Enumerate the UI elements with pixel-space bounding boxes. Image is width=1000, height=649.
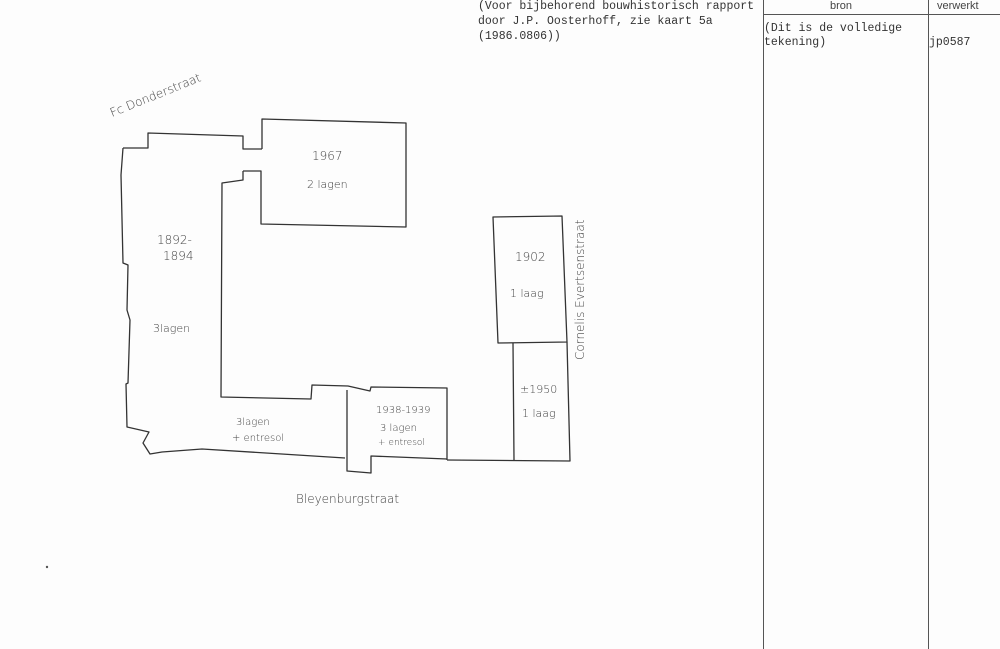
b1967-floors: 2 lagen [307, 178, 348, 191]
building-1892-outline [120, 132, 448, 460]
b1967-year: 1967 [312, 149, 343, 163]
column-header-bron: bron [830, 0, 853, 12]
building-1938-outline [346, 390, 448, 474]
wing-extra: + entresol [232, 433, 284, 444]
table-header-divider [763, 14, 1000, 15]
building-1950-outline [446, 341, 571, 462]
b1938-extra: + entresol [378, 438, 425, 448]
b1950-floors: 1 laag [522, 407, 556, 420]
bron-line-2: tekening) [764, 36, 827, 49]
building-1967-outline [243, 118, 407, 228]
bron-line-1: (Dit is de volledige [764, 22, 903, 35]
b1938-floors: 3 lagen [380, 423, 417, 434]
note-line-3: (1986.0806)) [478, 30, 561, 43]
note-line-1: (Voor bijbehorend bouwhistorisch rapport [478, 0, 755, 13]
building-1902-outline [492, 215, 568, 344]
street-label-south: Bleyenburgstraat [296, 492, 399, 506]
verwerkt-value: jp0587 [929, 36, 971, 49]
b1902-year: 1902 [515, 250, 546, 264]
wing-floors: 3lagen [236, 417, 270, 428]
b1892-floors: 3lagen [153, 322, 190, 335]
b1892-year-start: 1892- [157, 233, 192, 247]
b1892-year-end: 1894 [163, 249, 194, 263]
table-divider-left [763, 0, 764, 649]
scan-speck [45, 565, 49, 569]
table-divider-right [928, 0, 929, 649]
street-label-north: Fc Donderstraat [108, 70, 203, 119]
b1902-floors: 1 laag [510, 287, 544, 300]
b1950-year: ±1950 [520, 383, 557, 396]
column-header-verwerkt: verwerkt [937, 0, 979, 12]
note-line-2: door J.P. Oosterhoff, zie kaart 5a [478, 15, 713, 28]
b1938-year: 1938-1939 [376, 405, 431, 416]
street-label-east: Cornelis Evertsenstraat [573, 219, 587, 360]
